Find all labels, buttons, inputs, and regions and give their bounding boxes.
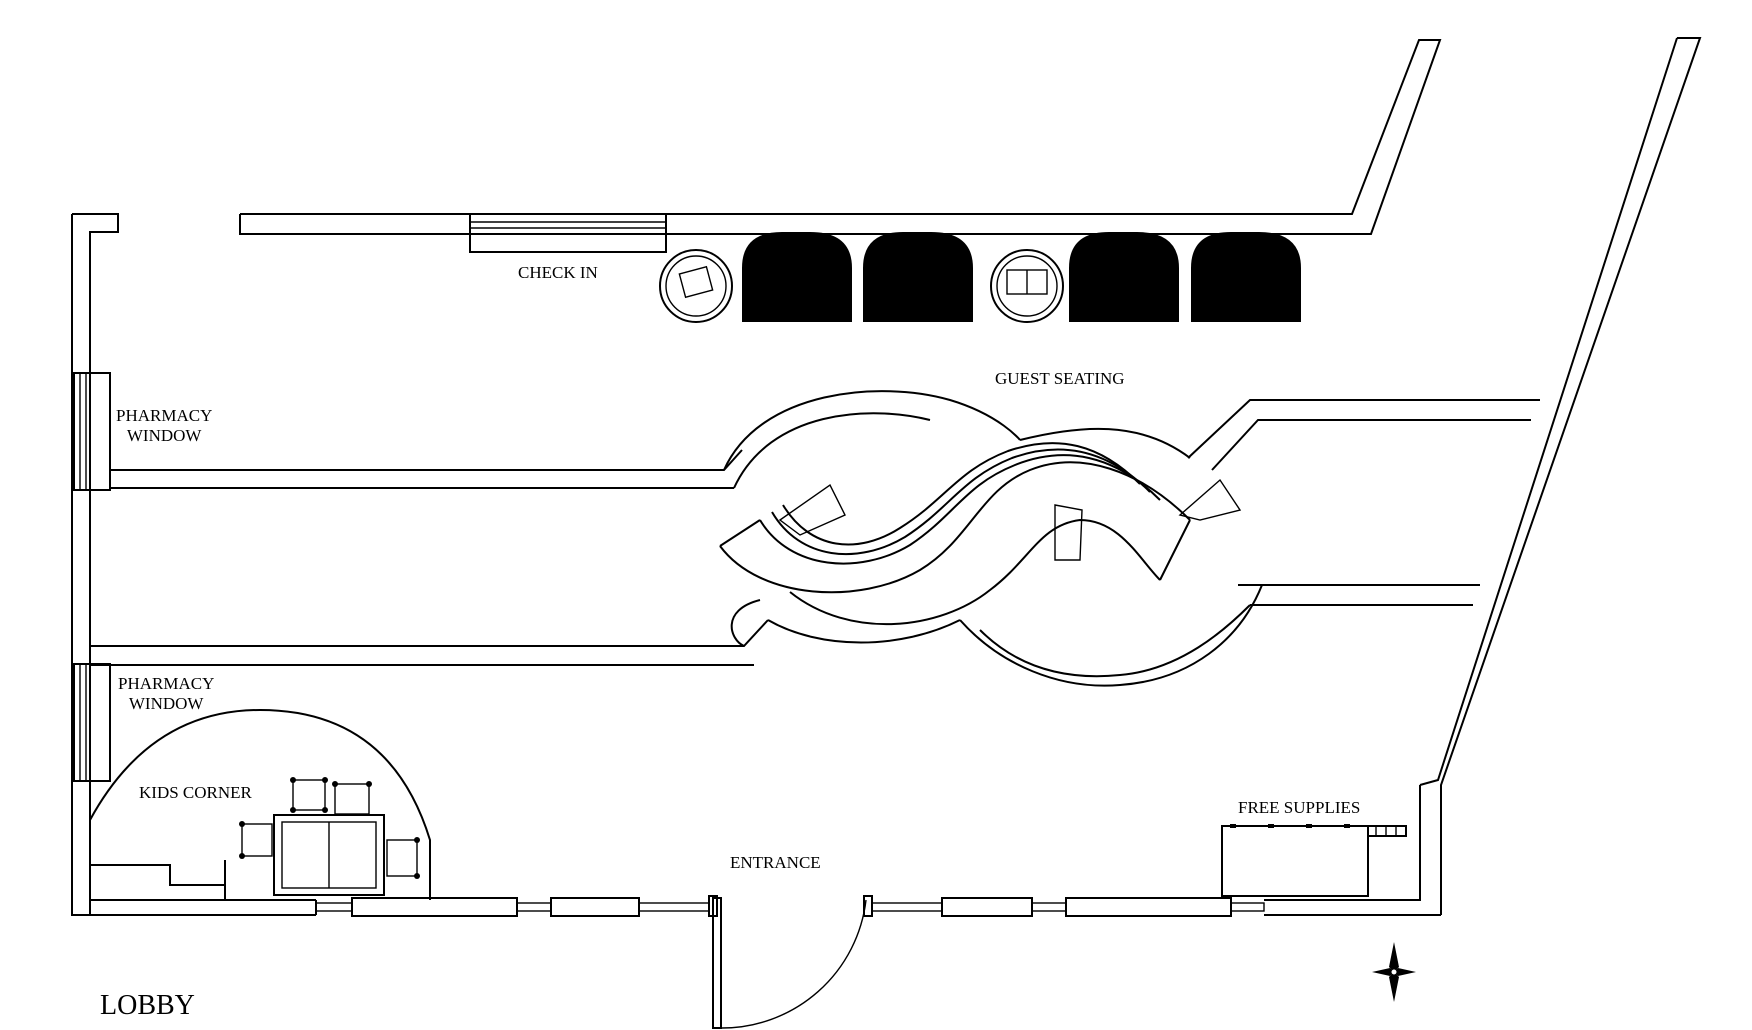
armchair-icon: [1069, 232, 1179, 322]
entrance-label: ENTRANCE: [730, 853, 821, 872]
kids-corner-label: KIDS CORNER: [139, 783, 252, 802]
armchair-icon: [742, 232, 852, 322]
bottom-windows: [315, 895, 1265, 917]
door-swing-icon: [720, 899, 867, 1029]
guest-seating: [659, 232, 1301, 323]
guest-seating-label: GUEST SEATING: [995, 369, 1125, 388]
compass-icon: [1372, 942, 1416, 1002]
armchair-icon: [1191, 232, 1301, 322]
kids-corner: [89, 708, 431, 900]
pharmacy-windows: [73, 372, 111, 782]
free-supplies-label: FREE SUPPLIES: [1238, 798, 1361, 817]
side-table-icon: [990, 249, 1064, 323]
outer-walls: [71, 37, 1702, 916]
free-supplies-counter: [1221, 824, 1407, 897]
plan-title: LOBBY: [100, 990, 195, 1021]
pharmacy-window-label-1: PHARMACY WINDOW: [116, 406, 213, 445]
side-table-icon: [659, 249, 733, 323]
pharmacy-window-label-2: PHARMACY WINDOW: [118, 674, 215, 713]
s-curve-feature: [719, 390, 1263, 687]
kids-table-icon: [273, 814, 385, 896]
check-in-label: CHECK IN: [518, 263, 598, 282]
check-in-counter: [469, 213, 667, 253]
armchair-icon: [863, 232, 973, 322]
entrance-door: [712, 897, 867, 1029]
corridor-lines: [90, 399, 1540, 666]
